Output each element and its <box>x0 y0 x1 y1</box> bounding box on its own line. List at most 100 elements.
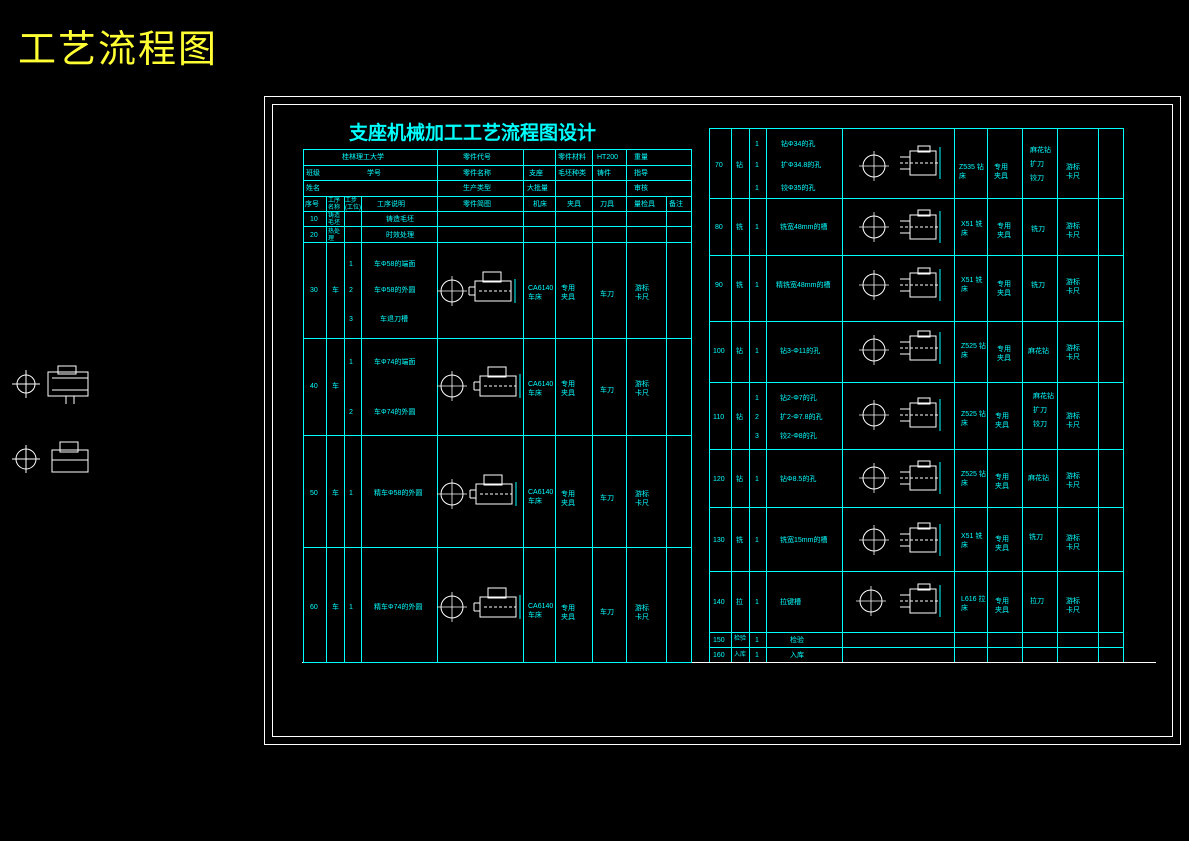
row-tool: 车刀 <box>600 387 614 394</box>
row-machine: X51 铣床 <box>961 277 983 293</box>
row-gauge: 游标 卡尺 <box>1066 598 1080 614</box>
step-no: 2 <box>349 409 353 416</box>
header-name: 姓名 <box>306 185 320 192</box>
row-no: 130 <box>713 537 725 544</box>
drawing-baseline <box>302 662 1156 663</box>
col-tool: 刀具 <box>600 201 614 208</box>
row-gauge: 游标 卡尺 <box>1066 535 1080 551</box>
drawing-inner-border <box>272 104 1173 737</box>
step-desc: 拉键槽 <box>780 599 801 606</box>
row-name: 钻 <box>736 348 743 355</box>
step-no: 1 <box>755 348 759 355</box>
row-gauge: 游标 卡尺 <box>1066 164 1080 180</box>
row-tool: 麻花钻 扩刀 铰刀 <box>1030 147 1051 182</box>
row-fixture: 专用 夹具 <box>997 281 1011 297</box>
row-no: 110 <box>713 414 725 421</box>
row-tool: 麻花钻 <box>1028 348 1049 355</box>
step-no: 1 <box>755 537 759 544</box>
row-machine: Z535 钻床 <box>959 164 984 180</box>
col-seq: 序号 <box>305 201 319 208</box>
header-advisor: 指导 <box>634 170 648 177</box>
header-weight: 重量 <box>634 154 648 161</box>
row-fixture: 专用 夹具 <box>995 598 1009 614</box>
row-name: 铣 <box>736 282 743 289</box>
step-desc: 精车Φ74的外圆 <box>374 604 423 611</box>
row-name: 钻 <box>736 476 743 483</box>
header-part-name-value: 支座 <box>529 170 543 177</box>
part-sketch-icon <box>12 441 89 473</box>
step-no: 2 <box>349 287 353 294</box>
step-desc: 车Φ58的端面 <box>374 261 416 268</box>
step-desc: 精铣宽48mm的槽 <box>776 282 831 289</box>
row-machine: CA6140 车床 <box>528 489 554 505</box>
step-no: 3 <box>349 316 353 323</box>
step-desc: 铰2-Φ8的孔 <box>780 433 817 440</box>
row-fixture: 专用 夹具 <box>561 605 575 621</box>
row-machine: CA6140 车床 <box>528 381 554 397</box>
step-no: 1 <box>755 224 759 231</box>
row-name: 检验 <box>734 636 747 642</box>
row-tool: 铣刀 <box>1031 226 1045 233</box>
header-production-value: 大批量 <box>527 185 548 192</box>
header-student-no: 学号 <box>367 170 381 177</box>
row-no: 20 <box>310 232 318 239</box>
row-no: 120 <box>713 476 725 483</box>
row-gauge: 游标 卡尺 <box>1066 223 1080 239</box>
row-fixture: 专用 夹具 <box>995 474 1009 490</box>
row-tool: 拉刀 <box>1030 598 1044 605</box>
col-description: 工序说明 <box>377 201 405 208</box>
header-school: 桂林理工大学 <box>342 154 384 161</box>
header-blank-type: 毛坯种类 <box>558 170 586 177</box>
row-gauge: 游标 卡尺 <box>1066 473 1080 489</box>
row-no: 80 <box>715 224 723 231</box>
step-desc: 钻2-Φ7的孔 <box>780 395 817 402</box>
sheet-title: 支座机械加工工艺流程图设计 <box>349 122 597 144</box>
col-machine: 机床 <box>533 201 547 208</box>
drawing-border <box>264 96 1181 745</box>
row-name: 热处理 <box>328 229 341 242</box>
row-no: 50 <box>310 490 318 497</box>
row-tool: 车刀 <box>600 291 614 298</box>
step-desc: 铣宽15mm的槽 <box>780 537 828 544</box>
row-name: 拉 <box>736 599 743 606</box>
step-desc: 扩Φ34.8的孔 <box>781 162 822 169</box>
row-no: 10 <box>310 216 318 223</box>
row-gauge: 游标 卡尺 <box>635 285 649 301</box>
row-name: 钻 <box>736 414 743 421</box>
row-desc: 时效处理 <box>386 232 414 239</box>
col-sketch: 零件简图 <box>463 201 491 208</box>
row-machine: L616 拉床 <box>961 596 986 612</box>
row-name: 铣 <box>736 224 743 231</box>
step-no: 1 <box>755 652 759 659</box>
row-gauge: 游标 卡尺 <box>1066 279 1080 295</box>
col-gauge: 量检具 <box>634 201 655 208</box>
step-desc: 铣宽48mm的槽 <box>780 224 828 231</box>
step-desc: 检验 <box>790 637 804 644</box>
row-no: 40 <box>310 383 318 390</box>
row-desc: 铸造毛坯 <box>386 216 414 223</box>
step-desc: 扩2-Φ7.8的孔 <box>780 414 823 421</box>
row-no: 30 <box>310 287 318 294</box>
row-gauge: 游标 卡尺 <box>635 605 649 621</box>
row-tool: 麻花钻 <box>1028 475 1049 482</box>
row-fixture: 专用 夹具 <box>995 413 1009 429</box>
step-no: 3 <box>755 433 759 440</box>
header-blank-type-value: 铸件 <box>597 170 611 177</box>
col-process-name: 工序名称 <box>328 198 341 211</box>
row-gauge: 游标 卡尺 <box>1066 413 1080 429</box>
row-machine: Z525 钻床 <box>961 411 986 427</box>
row-tool: 铣刀 <box>1031 282 1045 289</box>
row-fixture: 专用 夹具 <box>995 536 1009 552</box>
row-gauge: 游标 卡尺 <box>635 381 649 397</box>
step-no: 2 <box>755 414 759 421</box>
step-no: 1 <box>755 476 759 483</box>
header-production-type: 生产类型 <box>463 185 491 192</box>
step-desc: 铰Φ35的孔 <box>781 185 816 192</box>
row-fixture: 专用 夹具 <box>994 164 1008 180</box>
row-fixture: 专用 夹具 <box>997 346 1011 362</box>
row-name: 钻 <box>736 162 743 169</box>
row-machine: CA6140 车床 <box>528 603 554 619</box>
header-material: 零件材料 <box>558 154 586 161</box>
step-no: 1 <box>349 490 353 497</box>
row-gauge: 游标 卡尺 <box>635 491 649 507</box>
